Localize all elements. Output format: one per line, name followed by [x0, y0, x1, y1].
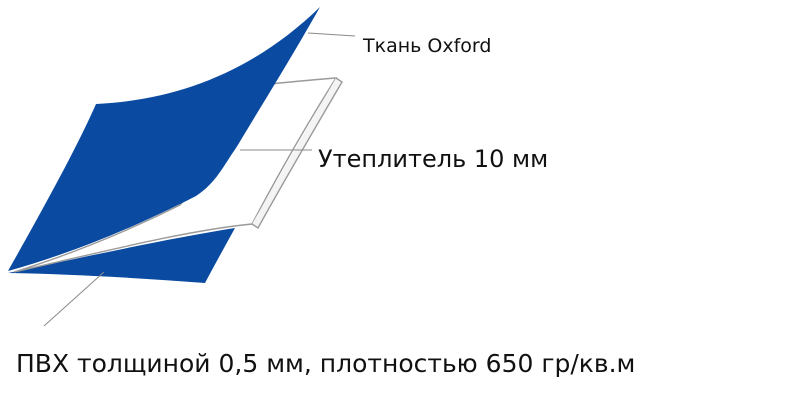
fabric-layer-shape: [8, 7, 320, 271]
fabric-leader-line: [307, 32, 356, 37]
insulation-thickness-edge: [251, 77, 343, 230]
insulation-label: Утеплитель 10 мм: [318, 145, 549, 173]
fabric-label: Ткань Oxford: [363, 35, 492, 57]
pvc-label: ПВХ толщиной 0,5 мм, плотностью 650 гр/к…: [16, 349, 636, 378]
pvc-layer-shape: [8, 228, 235, 283]
insulation-layer-shape: [13, 77, 338, 273]
pvc-leader-line: [43, 271, 105, 327]
